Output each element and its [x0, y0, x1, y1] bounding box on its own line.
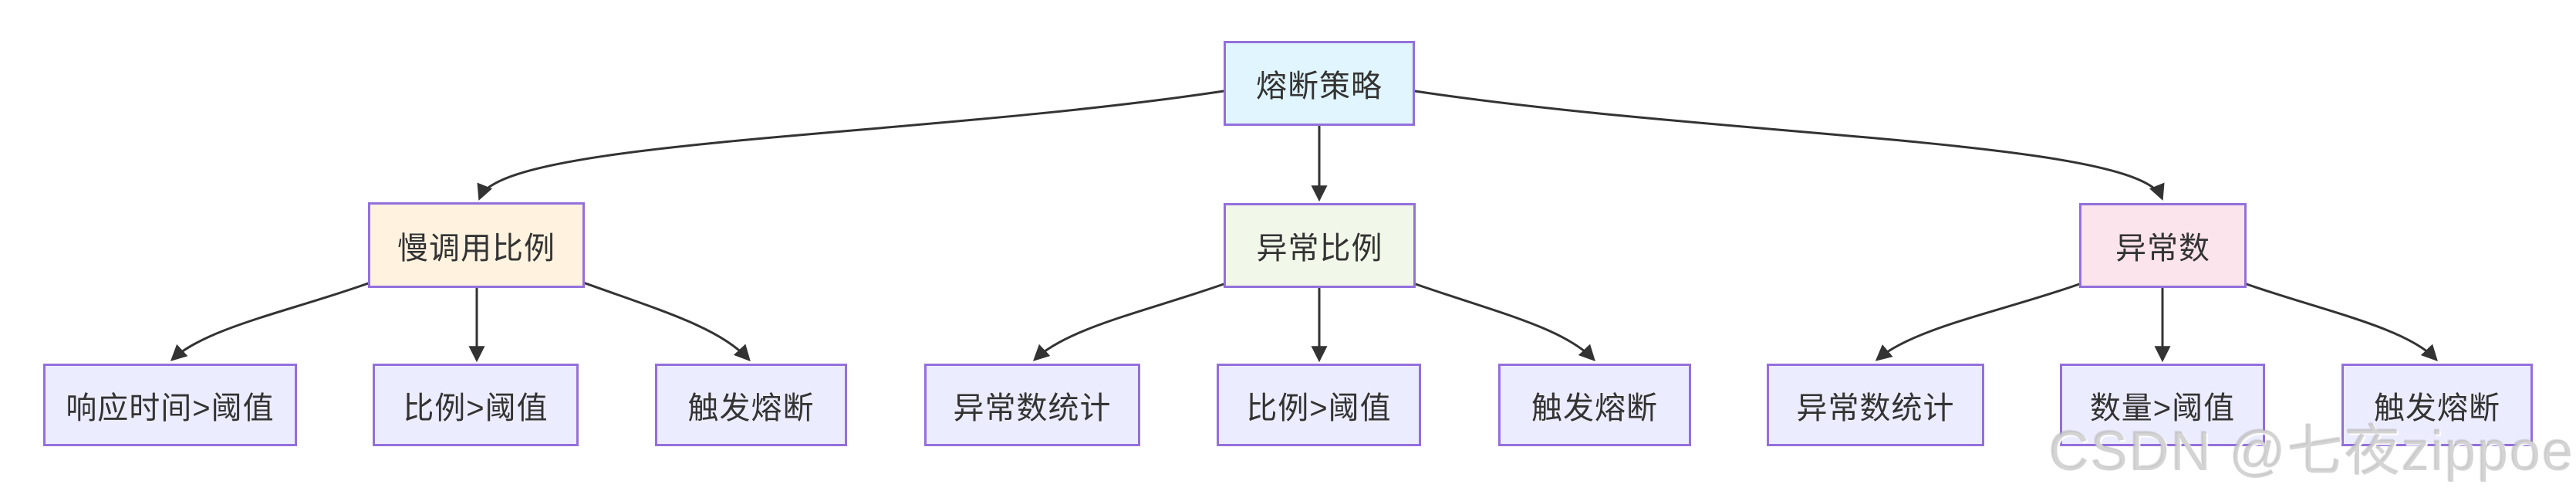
node-exception-count-stat-1: 异常数统计 [924, 364, 1140, 446]
edge-exratio-to-trigger [1412, 282, 1595, 362]
edge-excount-to-count-stat [1875, 282, 2083, 361]
edge-root-to-exception-count [1413, 90, 2165, 201]
csdn-watermark: CSDN @七夜zippoe [2048, 421, 2574, 483]
node-trigger-break-3: 触发熔断 [2341, 364, 2533, 446]
edge-slow-to-trigger [582, 281, 751, 362]
node-response-time-gt-threshold: 响应时间>阈值 [43, 364, 297, 446]
node-exception-ratio: 异常比例 [1224, 203, 1416, 288]
edge-slow-to-response-time [170, 281, 372, 361]
node-trigger-break-2: 触发熔断 [1498, 364, 1691, 446]
node-slow-call-ratio: 慢调用比例 [368, 202, 585, 288]
node-exception-count-stat-2: 异常数统计 [1767, 364, 1984, 446]
node-ratio-gt-threshold-2: 比例>阈值 [1217, 364, 1421, 446]
edge-excount-to-trigger [2243, 282, 2438, 362]
node-ratio-gt-threshold-1: 比例>阈值 [373, 364, 579, 446]
node-circuit-breaker-strategy: 熔断策略 [1224, 41, 1415, 126]
edge-root-to-slow-call-ratio [477, 90, 1225, 201]
node-trigger-break-1: 触发熔断 [655, 364, 847, 446]
node-exception-count: 异常数 [2079, 203, 2247, 288]
node-quantity-gt-threshold: 数量>阈值 [2060, 364, 2265, 446]
edge-exratio-to-count-stat [1032, 282, 1227, 361]
